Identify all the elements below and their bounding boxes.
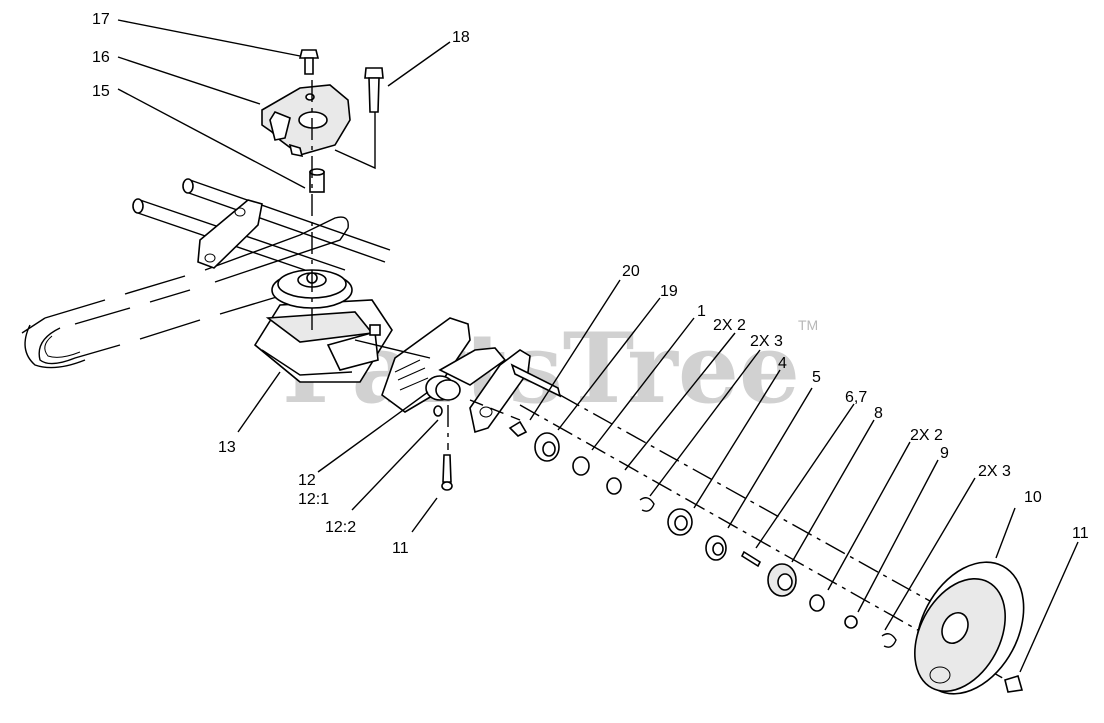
callout-12: 12 — [298, 472, 316, 489]
callout-2x3-lower: 2X 3 — [978, 463, 1011, 480]
axle-rods — [132, 178, 391, 283]
leader-lines — [117, 19, 1079, 673]
drive-belt — [21, 216, 349, 369]
callout-17: 17 — [92, 11, 110, 28]
callout-2x2-upper: 2X 2 — [713, 317, 746, 334]
callout-labels: 17 16 15 18 13 12 12:1 12:2 11 20 19 1 2… — [92, 11, 1089, 557]
callout-20: 20 — [622, 263, 640, 280]
callout-8: 8 — [874, 405, 883, 422]
callout-12-1: 12:1 — [298, 491, 329, 508]
callout-9: 9 — [940, 445, 949, 462]
callout-1: 1 — [697, 303, 706, 320]
callout-16: 16 — [92, 49, 110, 66]
callout-6-7: 6,7 — [845, 389, 867, 406]
watermark-trademark: TM — [798, 317, 818, 333]
callout-11-left: 11 — [392, 540, 409, 557]
upper-bracket-assembly — [261, 49, 384, 330]
shift-bracket-assembly — [354, 317, 562, 491]
callout-10: 10 — [1024, 489, 1042, 506]
callout-19: 19 — [660, 283, 678, 300]
callout-18: 18 — [452, 29, 470, 46]
callout-2x2-lower: 2X 2 — [910, 427, 943, 444]
callout-12-2: 12:2 — [325, 519, 356, 536]
wheel-shaft-parts — [469, 394, 1025, 695]
callout-11-right: 11 — [1072, 525, 1089, 542]
transmission-housing — [253, 269, 393, 383]
callout-2x3-upper: 2X 3 — [750, 333, 783, 350]
callout-13: 13 — [218, 439, 236, 456]
callout-4: 4 — [778, 355, 787, 372]
callout-15: 15 — [92, 83, 110, 100]
callout-5: 5 — [812, 369, 821, 386]
